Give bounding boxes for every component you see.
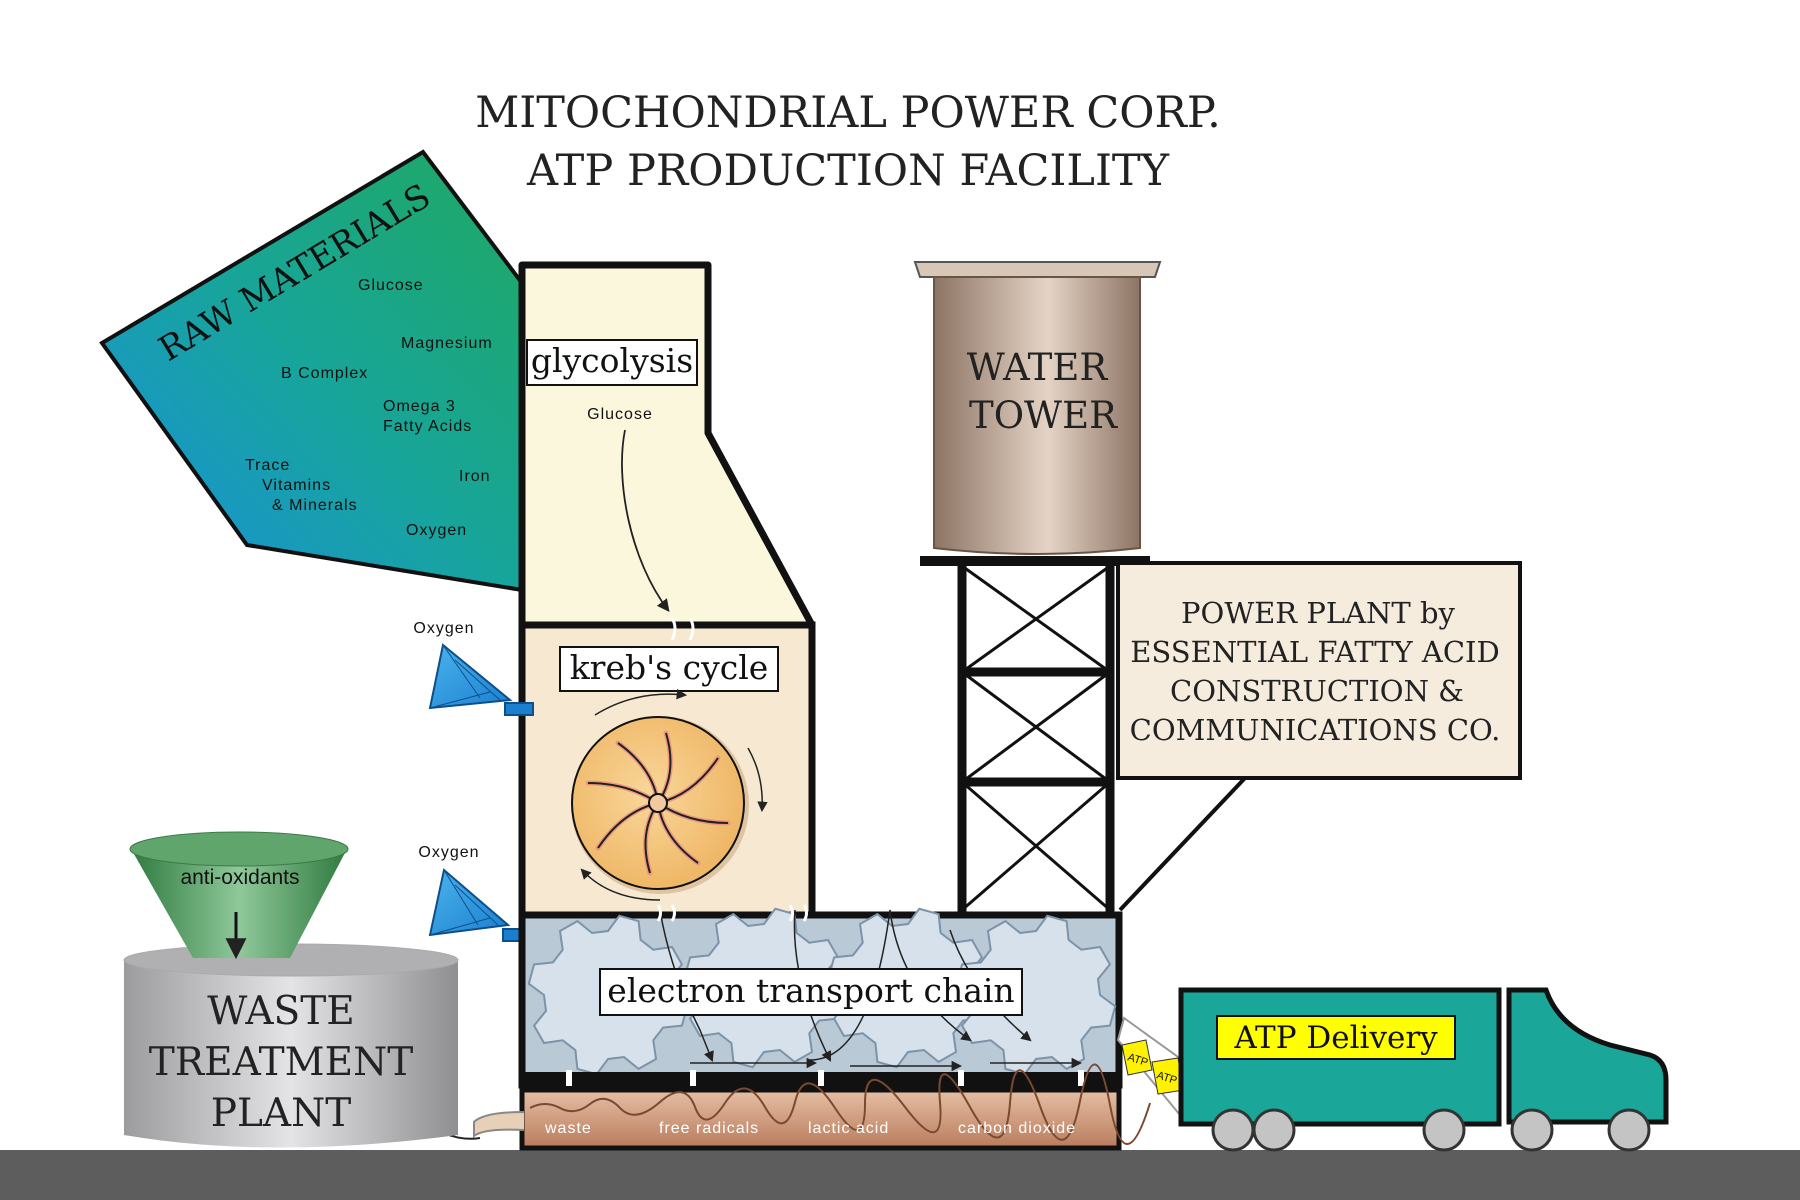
truck-wheels [1211,1108,1651,1152]
sign-line-3: CONSTRUCTION & [1170,674,1464,708]
glycolysis-chamber [518,261,816,629]
ground [0,1150,1800,1200]
antioxidant-hopper [130,847,348,958]
antioxidant-label: anti-oxidants [180,866,299,889]
raw-item-glucose: Glucose [358,277,424,294]
krebs-rotation-arrow-right [747,747,768,813]
raw-item-minerals: & Minerals [272,497,358,514]
company-sign: POWER PLANT by ESSENTIAL FATTY ACID CONS… [1116,561,1522,912]
sign-board [1116,561,1522,780]
truck-label-box [1216,1015,1456,1060]
etc-flow-arrow-1 [659,909,714,1062]
oxygen-inlet-upper: Oxygen [413,620,534,716]
etc-inlet-vents [656,904,808,922]
etc-label: electron transport chain [607,971,1014,1010]
antioxidant-hopper-rim [129,831,349,867]
waste-trough-body [519,1087,1122,1151]
oxygen-lower-label: Oxygen [418,844,479,861]
krebs-label-box [559,646,779,692]
treatment-line-1: WASTE [207,989,355,1034]
treatment-line-3: PLANT [211,1091,351,1136]
krebs-section: kreb's cycle [518,617,816,919]
raw-item-trace: Trace [245,457,290,474]
water-tower: WATER TOWER [913,261,1162,915]
raw-item-vitamins: Vitamins [262,477,331,494]
raw-item-fatty-acids: Fatty Acids [383,418,472,435]
waste-output-carbon-dioxide: carbon dioxide [958,1120,1076,1137]
etc-section: electron transport chain [518,904,1123,1090]
treatment-line-2: TREATMENT [149,1040,413,1085]
atp-packet-1: ATP [1121,1039,1153,1076]
raw-item-iron: Iron [459,468,491,485]
raw-item-omega-3: Omega 3 [383,398,456,415]
sign-line-2: ESSENTIAL FATTY ACID [1130,635,1500,669]
waste-trough: waste free radicals lactic acid carbon d… [412,1063,1151,1151]
water-tower-lid [913,261,1162,278]
glucose-flow-arrow [621,429,670,613]
truck-cab [1506,987,1669,1125]
glycolysis-section: glycolysis Glucose [518,261,816,629]
water-tower-platform [920,556,1150,566]
oxygen-lower-fan [428,868,511,937]
title-line-1: MITOCHONDRIAL POWER CORP. [475,88,1221,138]
sign-line-4: COMMUNICATIONS CO. [1130,713,1501,747]
title-line-2: ATP PRODUCTION FACILITY [526,146,1170,196]
glycolysis-label: glycolysis [531,341,693,380]
oxygen-inlet-lower: Oxygen [418,844,532,942]
krebs-label: kreb's cycle [570,648,769,687]
waste-output-free-radicals: free radicals [659,1120,759,1137]
glycolysis-label-box [526,339,698,386]
atp-delivery-truck: ATP ATP ATP Delivery [1116,987,1669,1152]
truck-label: ATP Delivery [1233,1020,1438,1056]
krebs-inlet-vents [670,617,695,641]
waste-treatment-plant: anti-oxidants WASTE TREATMENT PLANT [123,831,459,1148]
krebs-rotation-arrow-bottom [580,868,661,901]
treatment-tank-body [124,960,458,1148]
water-tower-line-2: TOWER [969,394,1118,437]
waste-output-waste: waste [544,1120,592,1137]
waste-sludge-line [529,1063,1151,1145]
glycolysis-glucose-label: Glucose [587,406,653,423]
title: MITOCHONDRIAL POWER CORP. ATP PRODUCTION… [475,88,1221,196]
raw-item-b-complex: B Complex [281,365,368,382]
oxygen-upper-label: Oxygen [413,620,474,637]
water-tower-tank [933,276,1141,555]
waste-outlet-pipe [473,1111,525,1139]
raw-item-magnesium: Magnesium [401,335,493,352]
krebs-wheel [571,716,749,894]
waste-output-lactic-acid: lactic acid [808,1120,889,1137]
sign-line-1: POWER PLANT by [1181,596,1456,630]
sign-support-strut [1118,776,1247,912]
oxygen-upper-nozzle [504,702,534,716]
raw-materials-hopper: RAW MATERIALS Glucose Magnesium B Comple… [99,149,528,593]
water-tower-line-1: WATER [967,346,1109,389]
raw-item-oxygen: Oxygen [406,522,467,539]
etc-label-box [599,968,1023,1016]
water-tower-scaffold [957,561,1115,915]
krebs-rotation-arrow-top [594,688,688,716]
